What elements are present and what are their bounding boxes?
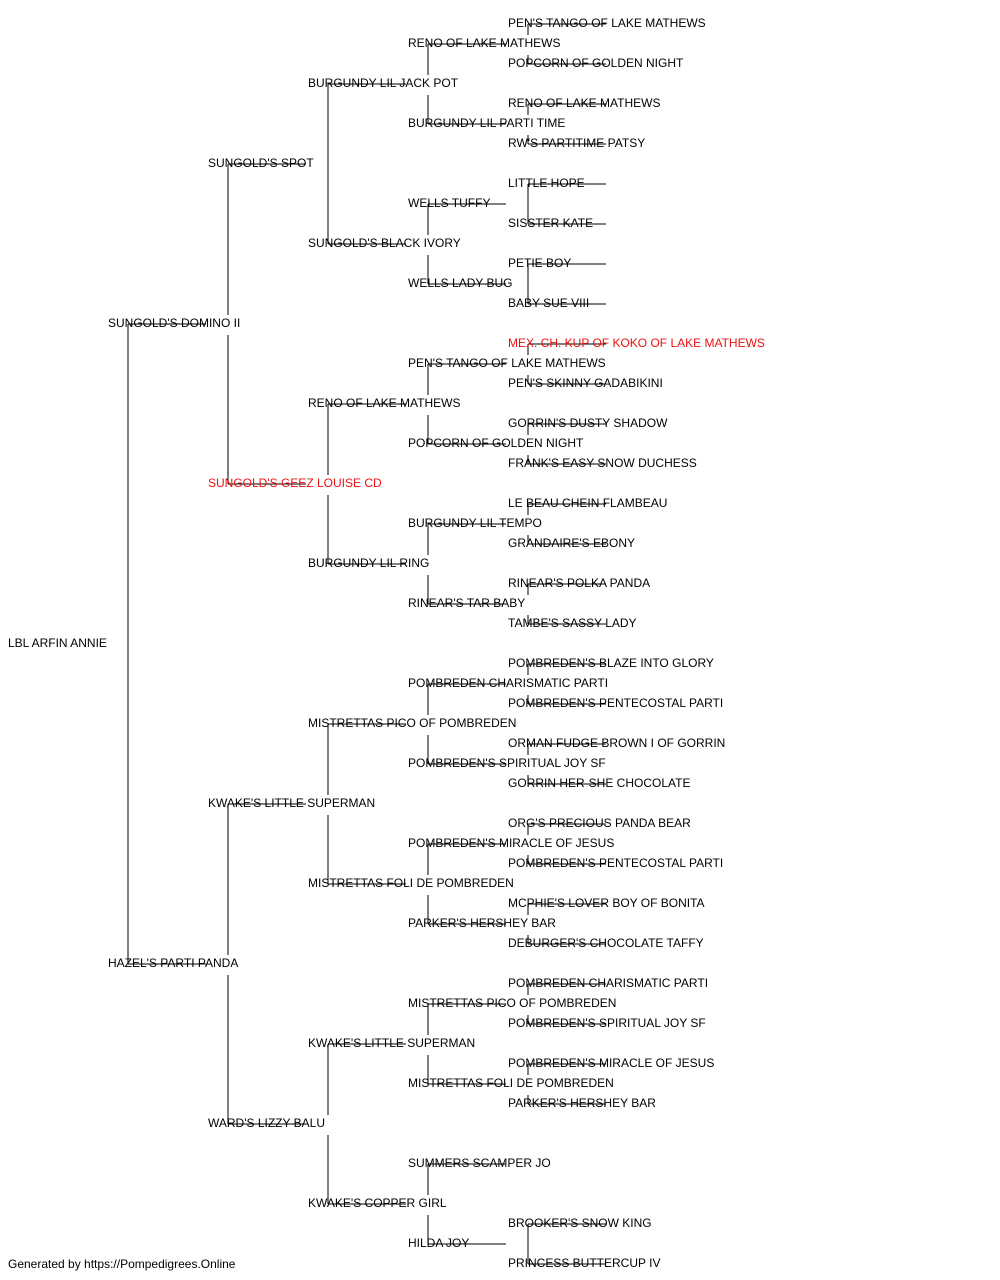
pedigree-name-gen3: KWAKE'S LITTLE SUPERMAN (308, 1036, 475, 1050)
pedigree-name-gen5: LE BEAU CHEIN FLAMBEAU (508, 496, 667, 510)
pedigree-name-gen4: PARKER'S HERSHEY BAR (408, 916, 556, 930)
pedigree-name-gen0: LBL ARFIN ANNIE (8, 636, 107, 650)
pedigree-name-gen1: SUNGOLD'S DOMINO II (108, 316, 240, 330)
pedigree-name-gen5: ORMAN FUDGE BROWN I OF GORRIN (508, 736, 725, 750)
pedigree-name-gen4: BURGUNDY LIL PARTI TIME (408, 116, 565, 130)
pedigree-name-gen5: BROOKER'S SNOW KING (508, 1216, 652, 1230)
pedigree-name-gen5: GRANDAIRE'S EBONY (508, 536, 635, 550)
pedigree-name-gen4: SUMMERS SCAMPER JO (408, 1156, 551, 1170)
pedigree-name-gen5: RENO OF LAKE MATHEWS (508, 96, 660, 110)
pedigree-name-gen2: SUNGOLD'S GEEZ LOUISE CD (208, 476, 382, 490)
pedigree-name-gen5: POMBREDEN'S SPIRITUAL JOY SF (508, 1016, 706, 1030)
pedigree-name-gen4: POMBREDEN'S SPIRITUAL JOY SF (408, 756, 606, 770)
pedigree-name-gen4: WELLS TUFFY (408, 196, 490, 210)
pedigree-name-gen5: MEX. CH. KUP OF KOKO OF LAKE MATHEWS (508, 336, 765, 350)
pedigree-name-gen5: POMBREDEN'S MIRACLE OF JESUS (508, 1056, 714, 1070)
pedigree-name-gen5: GORRIN'S DUSTY SHADOW (508, 416, 668, 430)
pedigree-name-gen5: POPCORN OF GOLDEN NIGHT (508, 56, 684, 70)
pedigree-name-gen4: BURGUNDY LIL TEMPO (408, 516, 542, 530)
pedigree-name-gen5: LITTLE HOPE (508, 176, 585, 190)
pedigree-name-gen5: PRINCESS BUTTERCUP IV (508, 1256, 660, 1270)
pedigree-name-gen2: KWAKE'S LITTLE SUPERMAN (208, 796, 375, 810)
pedigree-name-gen4: HILDA JOY (408, 1236, 469, 1250)
pedigree-name-gen3: BURGUNDY LIL JACK POT (308, 76, 459, 90)
pedigree-name-gen4: POMBREDEN'S MIRACLE OF JESUS (408, 836, 614, 850)
pedigree-name-gen5: DEBURGER'S CHOCOLATE TAFFY (508, 936, 704, 950)
pedigree-name-gen5: POMBREDEN CHARISMATIC PARTI (508, 976, 708, 990)
pedigree-name-gen5: PETIE BOY (508, 256, 571, 270)
pedigree-name-gen4: RENO OF LAKE MATHEWS (408, 36, 560, 50)
pedigree-name-gen3: RENO OF LAKE MATHEWS (308, 396, 460, 410)
generated-by-footer: Generated by https://Pompedigrees.Online (8, 1257, 236, 1271)
pedigree-name-gen3: MISTRETTAS PICO OF POMBREDEN (308, 716, 516, 730)
pedigree-name-gen4: WELLS LADY BUG (408, 276, 512, 290)
pedigree-name-gen5: POMBREDEN'S BLAZE INTO GLORY (508, 656, 714, 670)
pedigree-name-gen5: ORG'S PRECIOUS PANDA BEAR (508, 816, 691, 830)
pedigree-name-gen4: RINEAR'S TAR BABY (408, 596, 525, 610)
pedigree-name-gen4: PEN'S TANGO OF LAKE MATHEWS (408, 356, 606, 370)
pedigree-name-gen5: TAMBE'S SASSY LADY (508, 616, 637, 630)
pedigree-name-gen4: MISTRETTAS FOLI DE POMBREDEN (408, 1076, 614, 1090)
pedigree-name-gen3: BURGUNDY LIL RING (308, 556, 429, 570)
pedigree-name-gen4: POPCORN OF GOLDEN NIGHT (408, 436, 584, 450)
pedigree-name-gen3: SUNGOLD'S BLACK IVORY (308, 236, 461, 250)
pedigree-name-gen5: POMBREDEN'S PENTECOSTAL PARTI (508, 696, 723, 710)
pedigree-name-gen5: POMBREDEN'S PENTECOSTAL PARTI (508, 856, 723, 870)
pedigree-name-gen5: SISSTER KATE (508, 216, 593, 230)
pedigree-name-gen5: RINEAR'S POLKA PANDA (508, 576, 650, 590)
pedigree-name-gen5: PEN'S TANGO OF LAKE MATHEWS (508, 16, 706, 30)
pedigree-name-gen3: KWAKE'S COPPER GIRL (308, 1196, 447, 1210)
pedigree-name-gen2: SUNGOLD'S SPOT (208, 156, 314, 170)
pedigree-name-gen5: PEN'S SKINNY GADABIKINI (508, 376, 663, 390)
pedigree-name-gen5: RW'S PARTITIME PATSY (508, 136, 645, 150)
pedigree-name-gen3: MISTRETTAS FOLI DE POMBREDEN (308, 876, 514, 890)
pedigree-name-gen5: PARKER'S HERSHEY BAR (508, 1096, 656, 1110)
pedigree-name-gen2: WARD'S LIZZY BALU (208, 1116, 325, 1130)
pedigree-name-gen5: FRANK'S EASY SNOW DUCHESS (508, 456, 697, 470)
pedigree-name-gen4: MISTRETTAS PICO OF POMBREDEN (408, 996, 616, 1010)
pedigree-name-gen5: BABY SUE VIII (508, 296, 589, 310)
pedigree-name-gen5: GORRIN HER-SHE CHOCOLATE (508, 776, 690, 790)
pedigree-name-gen5: MCPHIE'S LOVER BOY OF BONITA (508, 896, 705, 910)
pedigree-name-gen1: HAZEL'S PARTI PANDA (108, 956, 238, 970)
pedigree-name-gen4: POMBREDEN CHARISMATIC PARTI (408, 676, 608, 690)
